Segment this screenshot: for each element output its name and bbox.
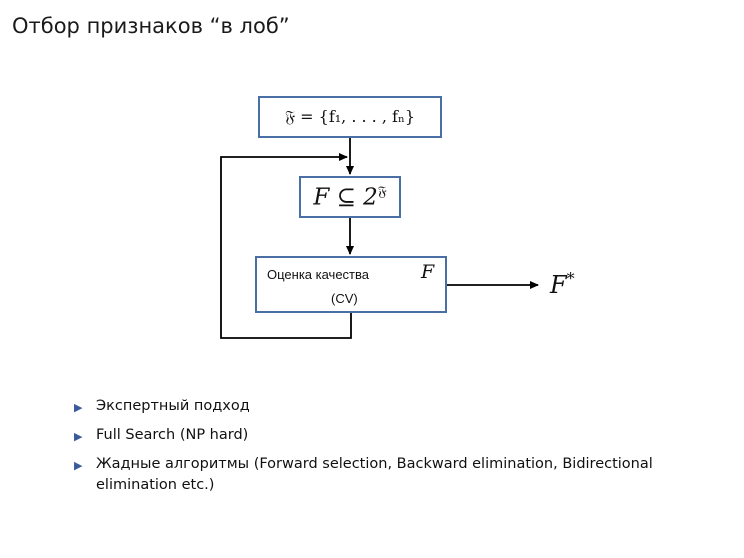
output-optimal-set: F* — [550, 269, 575, 299]
quality-method: (CV) — [331, 291, 358, 306]
bullet-list: ▶ Экспертный подход ▶ Full Search (NP ha… — [72, 396, 692, 504]
bullet-triangle-icon: ▶ — [74, 401, 83, 414]
bullet-triangle-icon: ▶ — [74, 459, 83, 472]
feature-subset-formula: F ⊆ 2𝔉 — [313, 184, 386, 211]
feature-set-formula: 𝔉 = {f₁, . . . , fₙ} — [284, 107, 416, 126]
quality-label: Оценка качества — [267, 267, 370, 282]
feature-set-box: 𝔉 = {f₁, . . . , fₙ} — [258, 96, 442, 138]
feature-subset-main: F ⊆ 2 — [313, 184, 378, 211]
bullet-item: ▶ Экспертный подход — [72, 396, 692, 417]
bullet-triangle-icon: ▶ — [74, 430, 83, 443]
bullet-text: Жадные алгоритмы (Forward selection, Bac… — [96, 456, 653, 493]
feature-subset-box: F ⊆ 2𝔉 — [299, 176, 401, 218]
output-sup: * — [566, 269, 575, 288]
output-main: F — [550, 271, 567, 299]
slide-title: Отбор признаков “в лоб” — [12, 14, 290, 38]
bullet-text: Экспертный подход — [96, 398, 250, 414]
bullet-text: Full Search (NP hard) — [96, 427, 249, 443]
bullet-item: ▶ Full Search (NP hard) — [72, 425, 692, 446]
feedback-loop-line — [220, 153, 352, 339]
quality-variable: F — [421, 261, 435, 283]
quality-evaluation-box: Оценка качества F (CV) — [255, 256, 447, 313]
bullet-item: ▶ Жадные алгоритмы (Forward selection, B… — [72, 454, 692, 496]
feature-subset-sup: 𝔉 — [377, 183, 387, 200]
